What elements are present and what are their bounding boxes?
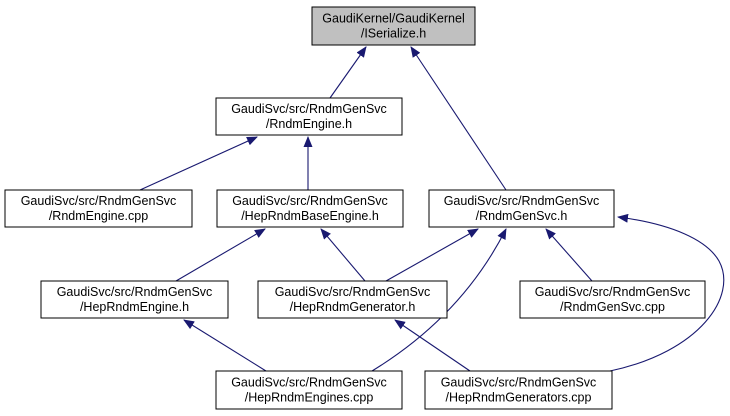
edge-heprndmengines-cpp-to-heprndmengine-h (183, 319, 267, 372)
node-box[interactable] (519, 280, 706, 319)
node-box[interactable] (311, 6, 476, 46)
node-label-line2: /RndmEngine.h (266, 117, 352, 131)
node-label-line1: GaudiSvc/src/RndmGenSvc (232, 194, 388, 208)
node-box[interactable] (4, 189, 193, 228)
node-label-line2: /ISerialize.h (361, 27, 426, 41)
node-label-line2: /RndmEngine.cpp (49, 209, 148, 223)
node-heprndmgenerator-h[interactable]: GaudiSvc/src/RndmGenSvc /HepRndmGenerato… (257, 280, 448, 319)
node-box[interactable] (215, 370, 403, 410)
node-label-line1: GaudiSvc/src/RndmGenSvc (57, 285, 213, 299)
edge-heprndmgenerator-h-to-heprndmbaseengine-h (320, 228, 366, 282)
node-rndmengine-cpp[interactable]: GaudiSvc/src/RndmGenSvc /RndmEngine.cpp (4, 189, 193, 228)
node-rndmengine-h[interactable]: GaudiSvc/src/RndmGenSvc /RndmEngine.h (215, 97, 403, 136)
edge-rndmengine-cpp-to-rndmengine-h (139, 136, 258, 191)
node-label-line1: GaudiSvc/src/RndmGenSvc (231, 376, 387, 390)
node-label-line1: GaudiSvc/src/RndmGenSvc (444, 194, 600, 208)
edge-heprndmengine-h-to-heprndmbaseengine-h (175, 228, 266, 282)
node-label-line2: /RndmGenSvc.h (476, 209, 568, 223)
node-label-line1: GaudiSvc/src/RndmGenSvc (535, 285, 691, 299)
node-label-line1: GaudiSvc/src/RndmGenSvc (21, 194, 177, 208)
node-label-line2: /HepRndmGenerators.cpp (446, 391, 592, 405)
node-label-line1: GaudiSvc/src/RndmGenSvc (275, 285, 431, 299)
edge-layer (139, 46, 725, 372)
node-box[interactable] (257, 280, 448, 319)
node-label-line1: GaudiSvc/src/RndmGenSvc (441, 376, 597, 390)
node-label-line2: /HepRndmEngines.cpp (245, 391, 374, 405)
edge-heprndmgenerators-cpp-to-heprndmgenerator-h (394, 319, 471, 372)
edge-heprndmgenerators-cpp-to-rndmgensvc-h (609, 213, 725, 372)
edge-heprndmgenerator-h-to-rndmgensvc-h (385, 228, 479, 282)
edge-rndmgensvc-cpp-to-rndmgensvc-h (545, 228, 593, 282)
node-label-line2: /HepRndmGenerator.h (290, 300, 416, 314)
node-heprndmbaseengine-h[interactable]: GaudiSvc/src/RndmGenSvc /HepRndmBaseEngi… (216, 189, 404, 228)
edge-heprndmengines-cpp-to-rndmgensvc-h (371, 228, 507, 372)
node-label-line2: /RndmGenSvc.cpp (560, 300, 665, 314)
node-label-line1: GaudiSvc/src/RndmGenSvc (231, 102, 387, 116)
node-heprndmengine-h[interactable]: GaudiSvc/src/RndmGenSvc /HepRndmEngine.h (40, 280, 229, 319)
node-box[interactable] (428, 189, 615, 228)
node-iserialize-h[interactable]: GaudiKernel/GaudiKernel /ISerialize.h (311, 6, 476, 46)
node-rndmgensvc-h[interactable]: GaudiSvc/src/RndmGenSvc /RndmGenSvc.h (428, 189, 615, 228)
node-rndmgensvc-cpp[interactable]: GaudiSvc/src/RndmGenSvc /RndmGenSvc.cpp (519, 280, 706, 319)
node-box[interactable] (216, 189, 404, 228)
node-label-line1: GaudiKernel/GaudiKernel (322, 12, 464, 26)
node-heprndmgenerators-cpp[interactable]: GaudiSvc/src/RndmGenSvc /HepRndmGenerato… (424, 370, 613, 410)
node-label-line2: /HepRndmBaseEngine.h (241, 209, 379, 223)
node-label-line2: /HepRndmEngine.h (80, 300, 189, 314)
edge-rndmengine-h-to-iserialize-h (329, 46, 367, 99)
node-box[interactable] (424, 370, 613, 410)
node-heprndmengines-cpp[interactable]: GaudiSvc/src/RndmGenSvc /HepRndmEngines.… (215, 370, 403, 410)
node-box[interactable] (40, 280, 229, 319)
edge-rndmgensvc-h-to-iserialize-h (410, 46, 507, 191)
node-box[interactable] (215, 97, 403, 136)
